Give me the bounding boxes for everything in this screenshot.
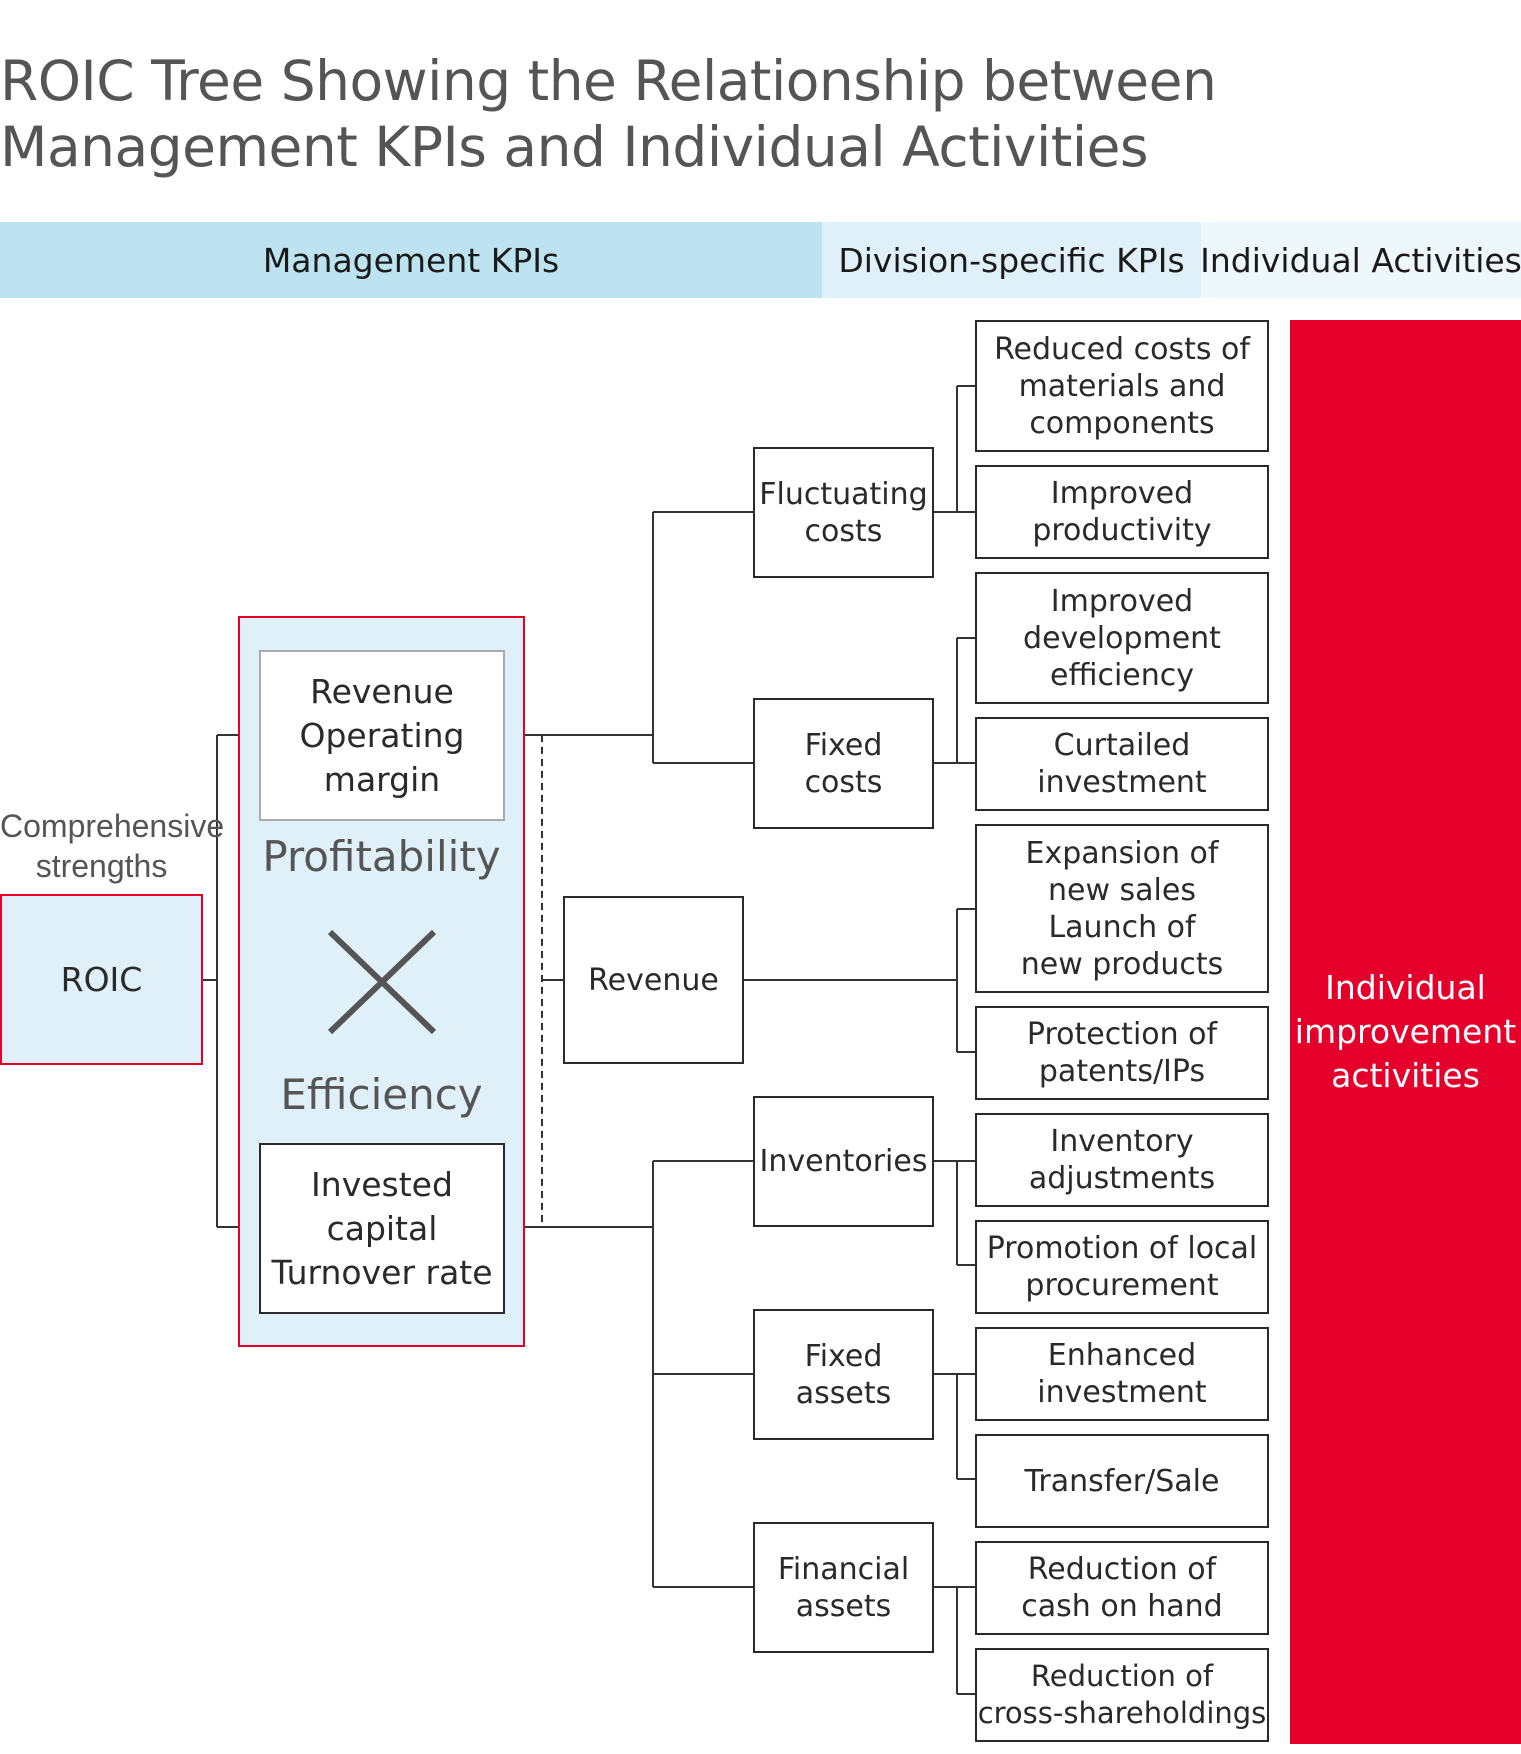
activity-local-procurement: Promotion of local procurement <box>975 1220 1269 1314</box>
activity-reduced-costs: Reduced costs of materials and component… <box>975 320 1269 452</box>
header-division-kpis: Division-specific KPIs <box>822 222 1201 298</box>
multiply-icon <box>328 930 436 1034</box>
fluctuating-costs-box: Fluctuating costs <box>753 447 934 578</box>
roic-box: ROIC <box>0 894 203 1065</box>
individual-improvement-label: Individual improvement activities <box>1294 968 1517 1095</box>
activity-inventory-adjustments: Inventory adjustments <box>975 1113 1269 1207</box>
title-line-1: ROIC Tree Showing the Relationship betwe… <box>0 49 1217 113</box>
activity-expansion-new-sales: Expansion of new sales Launch of new pro… <box>975 824 1269 993</box>
activity-protection-patents: Protection of patents/IPs <box>975 1006 1269 1100</box>
profitability-label: Profitability <box>262 832 501 881</box>
activity-improved-development-efficiency: Improved development efficiency <box>975 572 1269 704</box>
title-line-2: Management KPIs and Individual Activitie… <box>0 115 1149 179</box>
inventories-box: Inventories <box>753 1096 934 1227</box>
activity-transfer-sale: Transfer/Sale <box>975 1434 1269 1528</box>
header-management-kpis: Management KPIs <box>0 222 822 298</box>
activity-reduction-cross-shareholdings: Reduction of cross-shareholdings <box>975 1648 1269 1742</box>
activity-improved-productivity: Improved productivity <box>975 465 1269 559</box>
activity-curtailed-investment: Curtailed investment <box>975 717 1269 811</box>
page-title: ROIC Tree Showing the Relationship betwe… <box>0 48 1217 180</box>
comprehensive-strengths-label: Comprehensive strengths <box>0 808 225 884</box>
invested-capital-turnover-box: Invested capital Turnover rate <box>259 1143 505 1314</box>
revenue-operating-margin-box: Revenue Operating margin <box>259 650 505 821</box>
revenue-box: Revenue <box>563 896 744 1064</box>
fixed-costs-box: Fixed costs <box>753 698 934 829</box>
efficiency-label: Efficiency <box>280 1070 483 1119</box>
activity-reduction-cash: Reduction of cash on hand <box>975 1541 1269 1635</box>
financial-assets-box: Financial assets <box>753 1522 934 1653</box>
individual-improvement-banner: Individual improvement activities <box>1290 320 1521 1744</box>
header-individual-activities: Individual Activities <box>1200 222 1521 298</box>
fixed-assets-box: Fixed assets <box>753 1309 934 1440</box>
activity-enhanced-investment: Enhanced investment <box>975 1327 1269 1421</box>
